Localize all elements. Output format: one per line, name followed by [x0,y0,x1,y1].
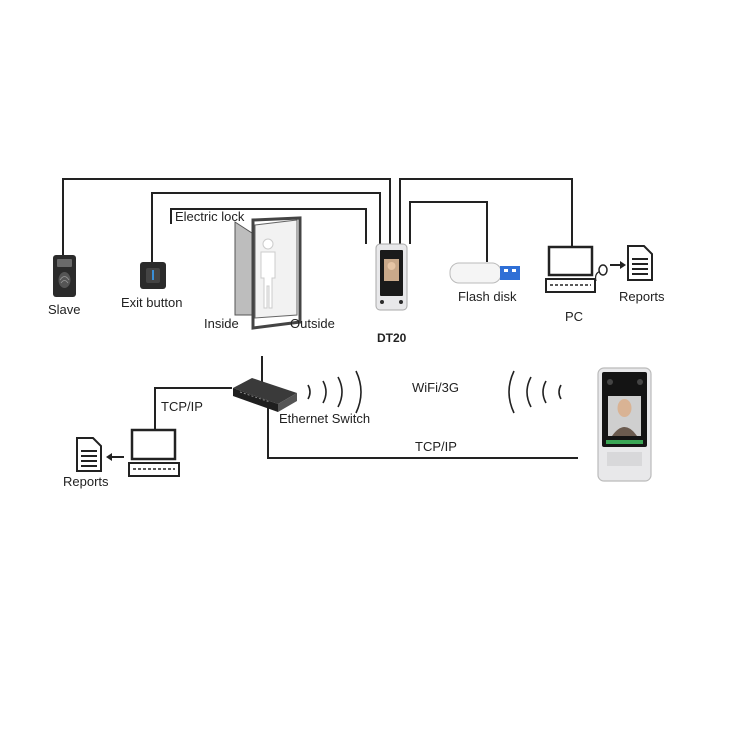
flash-disk-line [409,201,488,262]
exit-button-line [151,192,381,262]
document-icon [76,437,102,472]
exit-button-icon [140,262,166,289]
tcpip-bottom-line [267,408,578,459]
outside-label: Outside [290,316,335,331]
inside-label: Inside [204,316,239,331]
wiring-lines [62,178,578,459]
electric-lock-line [170,208,367,244]
computer-icon [128,428,180,477]
arrow-icon [106,453,124,461]
wifi-3g-label: WiFi/3G [412,380,459,395]
face-terminal-icon [597,367,652,482]
slave-label: Slave [48,302,81,317]
pc-label: PC [565,309,584,324]
ethernet-switch-label: Ethernet Switch [279,411,371,426]
mouse-icon [594,264,608,282]
dt20-label: DT20 [377,331,407,345]
wifi-wave-icon [307,370,362,414]
slave-line [62,178,391,255]
exit-button-label: Exit button [121,295,183,310]
door-icon [234,216,302,330]
flash-disk-label: Flash disk [458,289,517,304]
wifi-wave-icon [508,370,562,414]
usb-flash-icon [449,262,520,284]
tcpip-left-label: TCP/IP [161,399,203,414]
face-terminal-icon [375,243,408,311]
pc-line [399,178,573,246]
electric-lock-label: Electric lock [175,209,245,224]
reports-top-label: Reports [619,289,665,304]
computer-icon [545,245,596,293]
document-icon [627,245,653,281]
arrow-icon [610,261,626,269]
tcpip-left-line [154,387,232,430]
router-icon [233,378,297,412]
tcpip-bottom-label: TCP/IP [415,439,457,454]
reports-bottom-label: Reports [63,474,109,489]
fingerprint-reader-icon [53,255,76,297]
